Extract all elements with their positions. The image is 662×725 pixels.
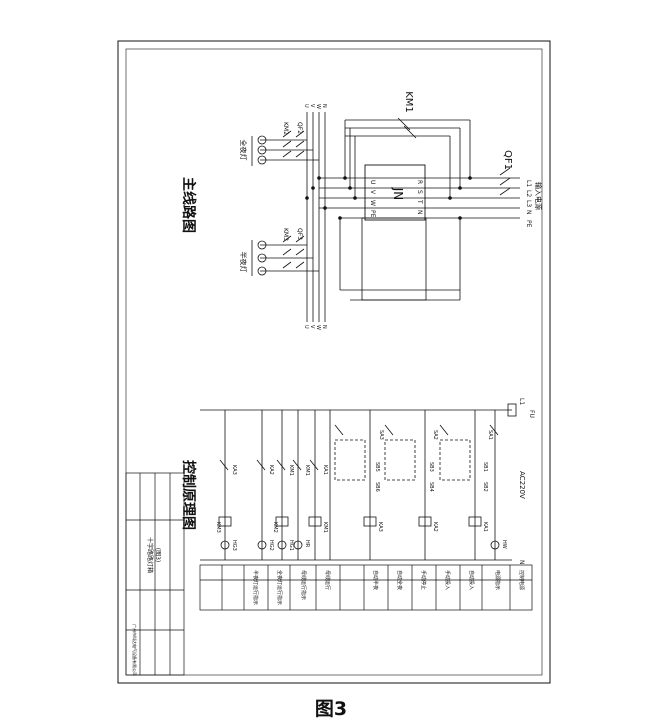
lamp1-label: 全夜灯	[239, 140, 248, 161]
fn-label-0: 控制电源	[518, 570, 525, 590]
button-sb4: SB4	[428, 482, 434, 492]
bus-label-n: N	[321, 104, 327, 108]
pin-w: W	[369, 200, 376, 206]
fn-label-7: 母线运行	[324, 570, 331, 590]
fn-label-2: 自动投入	[468, 570, 475, 590]
sheet-frame	[117, 40, 551, 684]
button-sb6: SB6	[374, 482, 380, 492]
company-name: 广州市科达电气设备有限公司	[132, 624, 138, 676]
contact-km1-a: KM1	[304, 465, 310, 476]
lamp-hg2: HG2	[268, 540, 274, 551]
line-label: L1	[518, 398, 525, 405]
button-sb3: SB3	[428, 462, 434, 472]
bus-label-u: U	[303, 104, 309, 108]
contact-km1-b: KM1	[288, 465, 294, 476]
lamp-hr: HR	[304, 540, 310, 548]
bus-label-u-bottom: U	[303, 325, 309, 329]
km2-label: KM2	[282, 122, 289, 135]
inverter-brand: JN	[391, 187, 405, 201]
supply-label: AC220V	[518, 471, 526, 499]
input-label: 输入电源	[534, 182, 543, 210]
fn-label-5: 自动全夜	[396, 570, 403, 590]
fn-label-4: 手动停止	[420, 570, 427, 590]
bus-label-n-bottom: N	[321, 325, 327, 329]
qf2-label: QF2	[296, 122, 303, 134]
qf3-label: QF3	[296, 228, 303, 240]
switch-sa2: SA2	[432, 430, 438, 440]
coil-km3: KM3	[215, 522, 221, 533]
fn-label-8: 母线运行指示	[300, 570, 307, 600]
main-circuit	[251, 112, 520, 322]
phase-l3: L3	[525, 200, 532, 207]
coil-ka2: KA2	[432, 522, 438, 532]
contact-ka2: KA2	[268, 465, 274, 475]
phase-l2: L2	[525, 190, 532, 197]
lamps-branch1	[257, 135, 267, 276]
lamp2-label: 半夜灯	[239, 252, 248, 273]
fn-label-1: 电源指示	[494, 570, 501, 590]
coil-ka3: KA3	[377, 522, 383, 532]
function-legend-table	[199, 564, 533, 611]
coil-km2: KM2	[272, 522, 278, 533]
coil-ka1: KA1	[482, 522, 488, 532]
switch-sa3: SA3	[378, 430, 384, 440]
phase-n: N	[525, 210, 532, 215]
button-sb5: SB5	[374, 462, 380, 472]
sheet-inner-frame	[125, 48, 543, 676]
switch-sa1: SA1	[487, 430, 493, 440]
fn-label-3: 手动投入	[444, 570, 451, 590]
qf1-label: QF1	[502, 150, 513, 170]
inverter-box	[364, 164, 426, 221]
function-legend-labels: 控制电源 电源指示 自动投入 手动投入 手动停止 自动全夜 自动半夜 母线运行 …	[252, 570, 525, 605]
phase-pe: PE	[525, 220, 532, 228]
drawing-sub: (图3)	[154, 548, 161, 563]
pin-v: V	[369, 190, 376, 195]
fn-label-6: 自动半夜	[372, 570, 379, 590]
pin-u: U	[369, 180, 376, 184]
lamp-hw: HW	[501, 540, 507, 549]
contact-ka3: KA3	[231, 465, 237, 475]
button-sb1: SB1	[482, 462, 488, 472]
control-lamps	[220, 540, 500, 550]
phase-l1: L1	[525, 180, 532, 187]
inverter-body	[361, 217, 427, 301]
bus-label-w: W	[315, 104, 321, 109]
lamp-hg3: HG3	[231, 540, 237, 551]
lamp-hg1: HG1	[288, 540, 294, 551]
km1-label: KM1	[403, 91, 414, 113]
drawing-name: 十字路路灯箱	[146, 537, 154, 573]
contact-ka1: KA1	[322, 465, 328, 475]
bus-label-v-bottom: V	[309, 325, 315, 329]
pin-n: N	[416, 210, 423, 215]
neutral-label: N	[518, 560, 525, 565]
fn-label-10: 半夜灯运行指示	[252, 570, 259, 605]
control-circuit	[200, 403, 517, 561]
button-sb2: SB2	[482, 482, 488, 492]
control-circuit-title: 控制原理图	[180, 460, 197, 530]
pin-pe: PE	[369, 210, 376, 218]
figure-caption: 图3	[314, 698, 348, 720]
pin-t: T	[416, 199, 423, 204]
main-circuit-title: 主线路图	[180, 177, 197, 233]
bus-label-v: V	[309, 104, 315, 108]
coil-km1: KM1	[322, 522, 328, 533]
km3-label: KM3	[282, 228, 289, 241]
fn-label-9: 全夜灯运行指示	[276, 570, 283, 605]
title-block	[125, 472, 185, 676]
pin-s: S	[416, 190, 423, 194]
bus-label-w-bottom: W	[315, 325, 321, 330]
fuse-label: FU	[528, 410, 535, 418]
pin-r: R	[416, 180, 423, 184]
main-junctions	[305, 176, 472, 220]
